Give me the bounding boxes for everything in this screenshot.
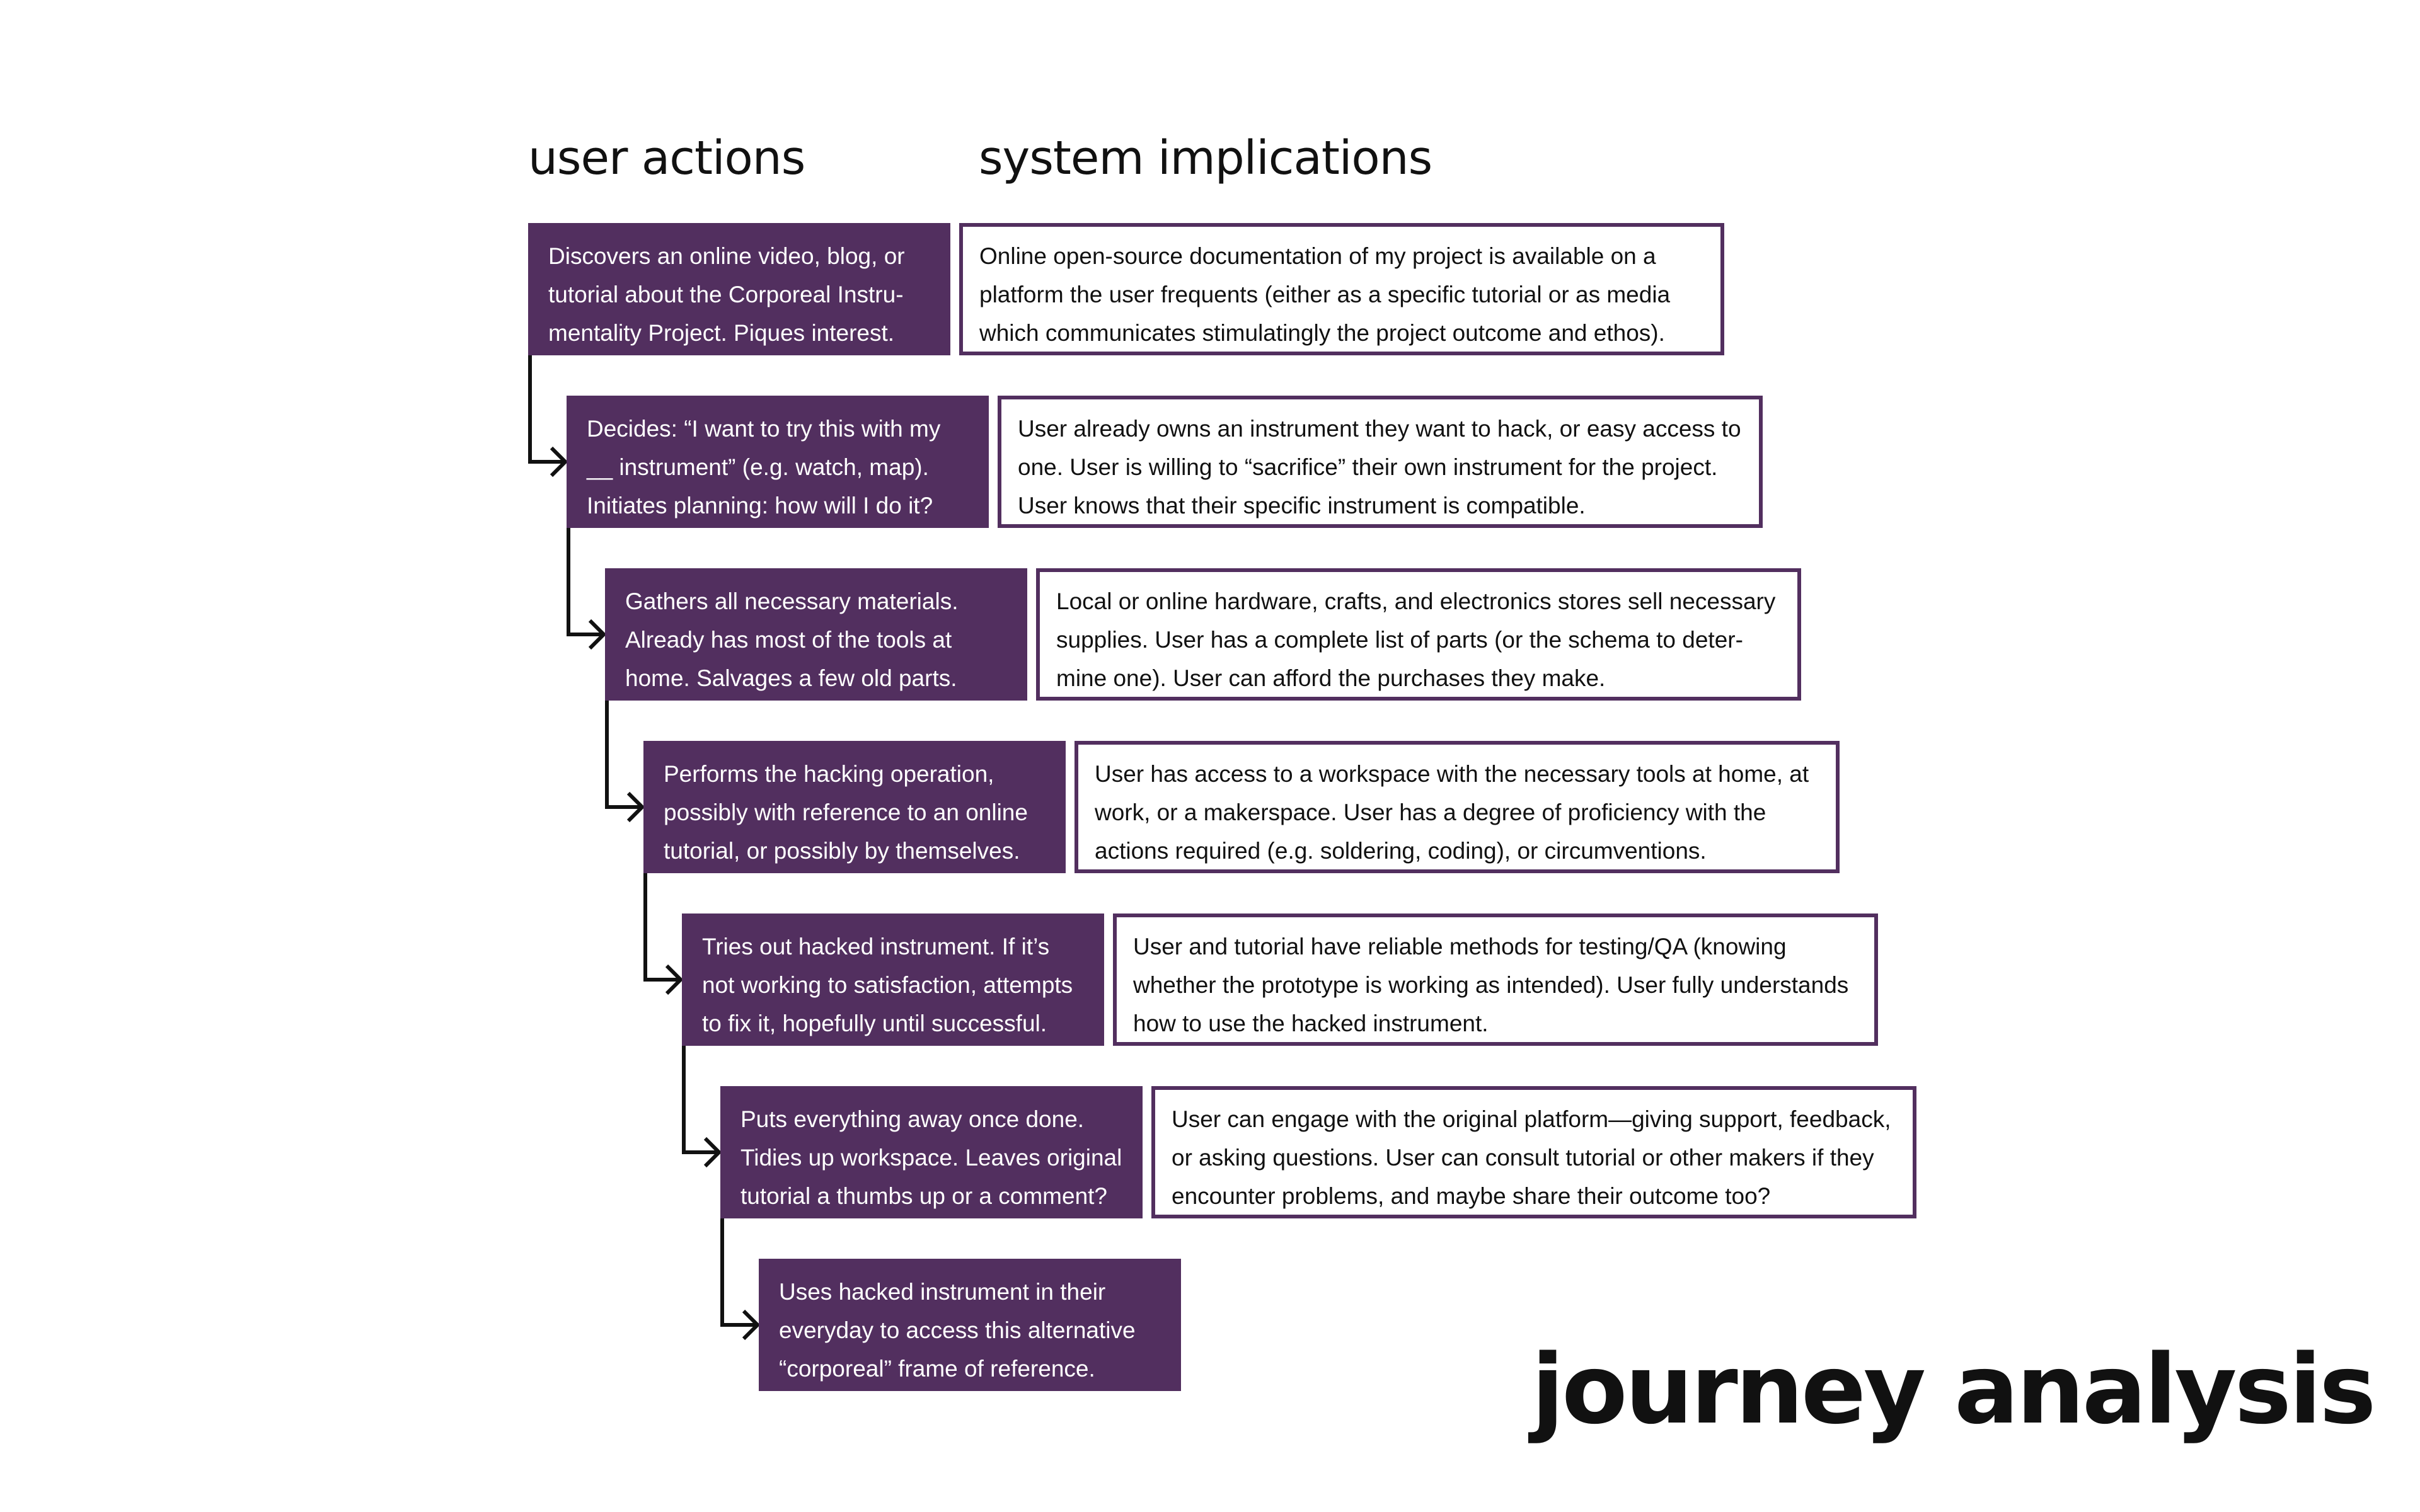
user-action-text: Decides: “I want to try this with my (587, 416, 941, 442)
system-implication-text: User can engage with the original platfo… (1172, 1106, 1891, 1132)
system-implication-text: User knows that their specific instrumen… (1018, 493, 1586, 518)
user-action-text: not working to satisfaction, attempts (702, 972, 1073, 998)
system-implication-text: actions required (e.g. soldering, coding… (1095, 838, 1707, 864)
system-implication-text: whether the prototype is working as inte… (1133, 972, 1849, 998)
user-action-text: __ instrument” (e.g. watch, map). (587, 454, 929, 480)
system-implication-text: Online open-source documentation of my p… (979, 243, 1656, 269)
user-action-text: Already has most of the tools at (625, 627, 952, 653)
system-implication-text: mine one). User can afford the purchases… (1056, 665, 1606, 691)
arrowhead-icon (588, 619, 607, 650)
user-action-text: Performs the hacking operation, (664, 761, 994, 787)
system-implication-text: how to use the hacked instrument. (1133, 1011, 1489, 1036)
user-action-text: home. Salvages a few old parts. (625, 665, 957, 691)
user-action-text: “corporeal” frame of reference. (779, 1356, 1095, 1382)
system-implication-text: which communicates stimulatingly the pro… (979, 320, 1665, 346)
page-title: journey analysis (1531, 1334, 2377, 1445)
system-implication-text: User already owns an instrument they wan… (1018, 416, 1741, 442)
user-action-text: everyday to access this alternative (779, 1317, 1136, 1343)
system-implication-text: or asking questions. User can consult tu… (1172, 1145, 1874, 1171)
user-action-text: Discovers an online video, blog, or (548, 243, 905, 269)
user-action-text: Uses hacked instrument in their (779, 1279, 1106, 1305)
arrowhead-icon (665, 964, 684, 995)
user-action-text: Initiates planning: how will I do it? (587, 493, 933, 518)
arrowhead-icon (703, 1137, 722, 1168)
user-action-box: Discovers an online video, blog, or tutor… (528, 223, 950, 355)
user-actions-heading: user actions (528, 131, 805, 185)
user-action-box: Decides: “I want to try this with my __ i… (567, 396, 989, 528)
system-implication-text: one. User is willing to “sacrifice” thei… (1018, 454, 1718, 480)
arrowhead-icon (550, 446, 568, 478)
system-implication-text: work, or a makerspace. User has a degree… (1095, 799, 1766, 825)
user-action-text: possibly with reference to an online (664, 799, 1028, 825)
user-action-text: tutorial about the Corporeal Instru- (548, 282, 904, 307)
arrowhead-icon (626, 791, 645, 823)
user-action-box: Uses hacked instrument in their everyday … (759, 1259, 1181, 1391)
user-action-box: Tries out hacked instrument. If it’s not … (682, 914, 1104, 1046)
user-action-text: Puts everything away once done. (740, 1106, 1085, 1132)
user-action-text: mentality Project. Piques interest. (548, 320, 895, 346)
system-implication-text: supplies. User has a complete list of pa… (1056, 627, 1743, 653)
system-implication-text: User has access to a workspace with the … (1095, 761, 1809, 787)
user-action-text: tutorial a thumbs up or a comment? (740, 1183, 1108, 1209)
system-implication-text: platform the user frequents (either as a… (979, 282, 1671, 307)
system-implications-heading: system implications (979, 131, 1432, 185)
user-action-box: Performs the hacking operation, possibly … (643, 741, 1066, 873)
user-action-box: Gathers all necessary materials. Already … (605, 568, 1027, 701)
system-implication-text: User and tutorial have reliable methods … (1133, 934, 1787, 959)
system-implication-box: User already owns an instrument they wan… (998, 396, 1763, 528)
user-action-text: tutorial, or possibly by themselves. (664, 838, 1020, 864)
system-implication-box: User has access to a workspace with the … (1075, 741, 1840, 873)
user-action-text: Tidies up workspace. Leaves original (740, 1145, 1122, 1171)
user-action-text: Tries out hacked instrument. If it’s (702, 934, 1050, 959)
system-implication-text: Local or online hardware, crafts, and el… (1056, 588, 1776, 614)
system-implication-box: User and tutorial have reliable methods … (1113, 914, 1878, 1046)
system-implication-text: encounter problems, and maybe share thei… (1172, 1183, 1771, 1209)
arrowhead-icon (742, 1309, 761, 1341)
system-implication-box: Online open-source documentation of my p… (959, 223, 1724, 355)
system-implication-box: Local or online hardware, crafts, and el… (1036, 568, 1801, 701)
user-action-box: Puts everything away once done. Tidies up… (720, 1086, 1143, 1218)
system-implication-box: User can engage with the original platfo… (1151, 1086, 1916, 1218)
user-action-text: to fix it, hopefully until successful. (702, 1011, 1047, 1036)
user-action-text: Gathers all necessary materials. (625, 588, 959, 614)
